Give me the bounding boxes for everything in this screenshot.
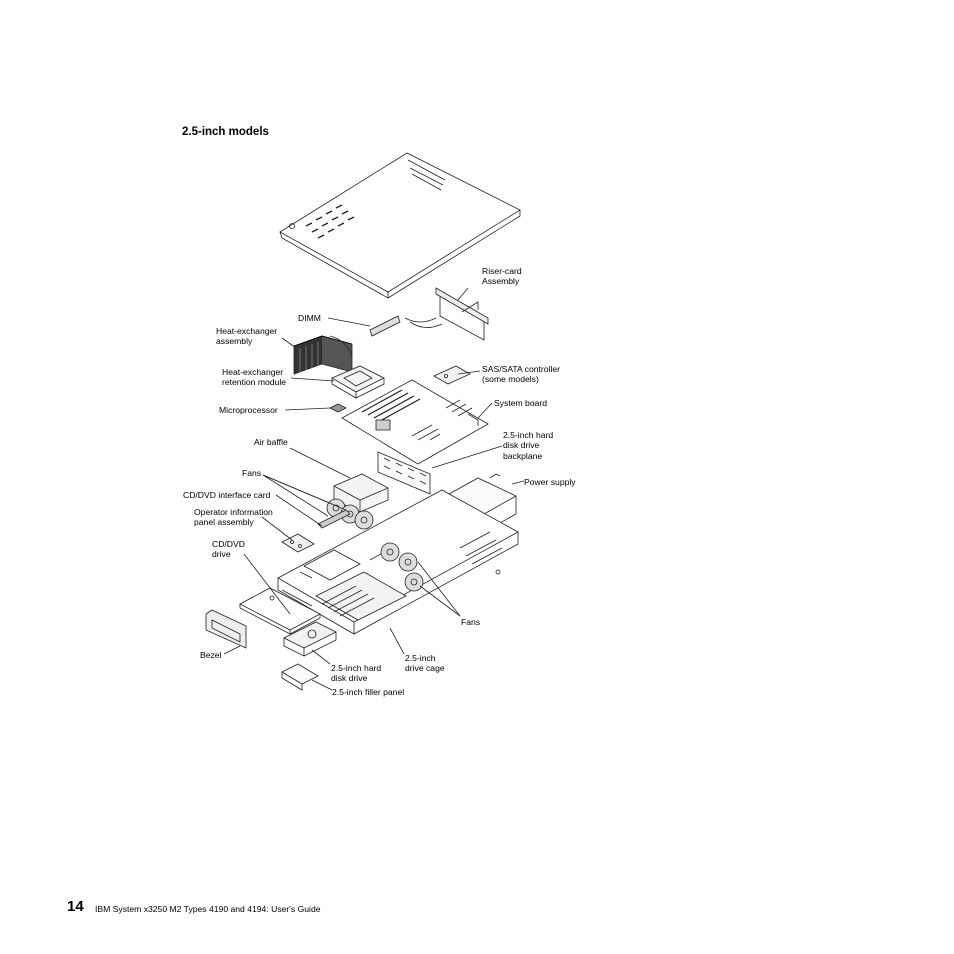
label-power-supply: Power supply	[524, 477, 576, 487]
label-microprocessor: Microprocessor	[219, 405, 278, 415]
top-cover	[280, 153, 520, 298]
label-sas-sata-controller: SAS/SATA controller (some models)	[482, 364, 561, 385]
hdd-backplane	[378, 452, 430, 494]
label-cd-dvd-interface-card: CD/DVD interface card	[183, 490, 271, 500]
cd-dvd-drive	[240, 588, 320, 634]
microprocessor-chip	[330, 404, 346, 412]
heat-exchanger-assembly	[294, 336, 352, 374]
bezel	[206, 610, 246, 648]
label-hdd-backplane: 2.5-inch hard disk drive backplane	[503, 430, 554, 461]
section-heading: 2.5-inch models	[182, 126, 269, 138]
label-fans-lower: Fans	[461, 617, 481, 627]
fans-lower	[381, 543, 423, 591]
label-riser-card-assembly: Riser-card Assembly	[482, 266, 522, 287]
hard-disk-drive	[284, 622, 336, 656]
label-fans-upper: Fans	[242, 468, 262, 478]
label-heat-exchanger-retention-module: Heat-exchanger retention module	[222, 367, 287, 388]
label-cd-dvd-drive: CD/DVD drive	[212, 539, 245, 560]
label-dimm: DIMM	[298, 313, 321, 323]
label-bezel: Bezel	[200, 650, 222, 660]
cd-dvd-interface-card	[318, 510, 350, 528]
label-air-baffle: Air baffle	[254, 437, 288, 447]
label-drive-cage: 2.5-inch drive cage	[405, 653, 445, 674]
label-hard-disk-drive: 2.5-inch hard disk drive	[331, 663, 382, 684]
label-system-board: System board	[494, 398, 548, 408]
sas-sata-controller-card	[434, 366, 470, 384]
riser-card-assembly	[405, 288, 488, 340]
system-board	[342, 380, 488, 464]
filler-panel	[282, 664, 318, 690]
label-heat-exchanger-assembly: Heat-exchanger assembly	[216, 326, 278, 347]
footer-title: IBM System x3250 M2 Types 4190 and 4194:…	[95, 904, 321, 914]
retention-module	[332, 366, 384, 398]
label-operator-panel: Operator information panel assembly	[194, 507, 273, 528]
dimm-module	[370, 316, 400, 336]
label-filler-panel: 2.5-inch filler panel	[332, 687, 405, 697]
operator-panel-board	[282, 534, 314, 552]
page-number: 14	[67, 898, 84, 915]
